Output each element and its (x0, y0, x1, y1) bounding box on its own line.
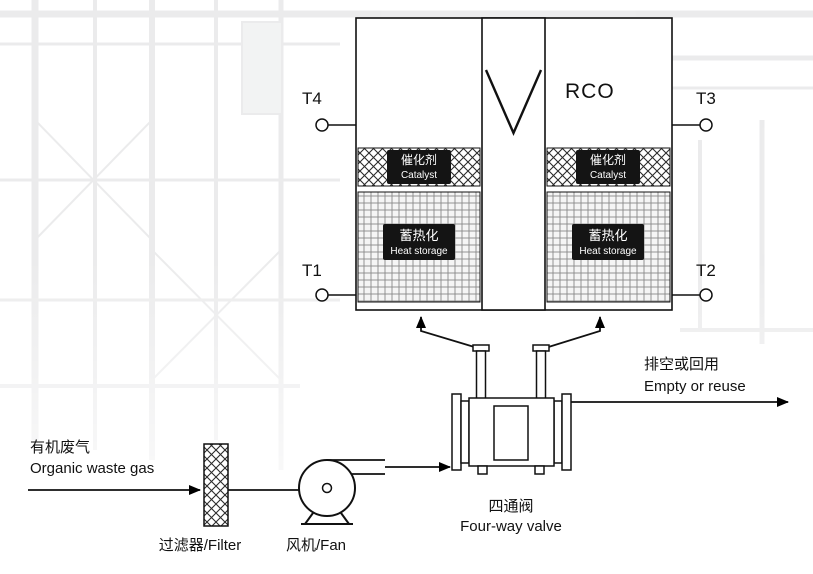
heat-storage-label-en: Heat storage (390, 246, 448, 257)
valve-foot-right (534, 465, 545, 475)
duct-chevron-shape (484, 69, 543, 136)
inlet-label-zh: 有机废气 (30, 439, 90, 456)
vessel-title: RCO (565, 80, 615, 103)
heat-storage-label-zh: 蓄热化 (399, 228, 438, 243)
valve-flange-left-outer (451, 393, 462, 471)
sensor-t1-label: T1 (302, 261, 322, 280)
sensor-t3-port (699, 118, 713, 132)
sensor-t2-port (699, 288, 713, 302)
catalyst-label-bg (387, 150, 451, 184)
pipe-valve-to-left-chamber (416, 316, 482, 350)
sensor-t2: T2 (672, 261, 716, 302)
heat-storage-label-en: Heat storage (579, 246, 637, 257)
valve-label-en: Four-way valve (460, 518, 562, 535)
outlet-label-en: Empty or reuse (644, 378, 746, 395)
catalyst-label-left: 催化剂 Catalyst (387, 150, 451, 184)
fan-symbol (298, 459, 385, 525)
sensor-t1: T1 (302, 261, 356, 302)
catalyst-label-right: 催化剂 Catalyst (576, 150, 640, 184)
valve-flange-left-inner (460, 400, 470, 464)
heat-storage-label-zh: 蓄热化 (588, 228, 627, 243)
sensor-t3: T3 (672, 89, 716, 132)
heat-storage-label-left: 蓄热化 Heat storage (383, 224, 455, 260)
valve-label-zh: 四通阀 (488, 498, 533, 515)
catalyst-label-zh: 催化剂 (401, 152, 437, 167)
sensor-t2-label: T2 (696, 261, 716, 280)
valve-flange-right-inner (553, 400, 563, 464)
valve-core (493, 405, 529, 461)
valve-top-stub-right (535, 350, 547, 400)
four-way-valve (451, 344, 572, 475)
valve-top-stub-left (475, 350, 487, 400)
center-duct (481, 17, 546, 311)
fan-stand (301, 512, 353, 525)
filter-label: 过滤器/Filter (159, 537, 242, 554)
catalyst-label-en: Catalyst (401, 170, 437, 181)
outlet-label-zh: 排空或回用 (644, 356, 719, 373)
sensor-t4-port (315, 118, 329, 132)
sensor-t3-label: T3 (696, 89, 716, 108)
valve-flange-right-outer (561, 393, 572, 471)
valve-top-port-cap-left (472, 344, 490, 352)
catalyst-label-bg (576, 150, 640, 184)
sensor-t1-port (315, 288, 329, 302)
pipe-valve-to-right-chamber (541, 316, 605, 350)
fan-hub (321, 482, 333, 494)
heat-storage-label-bg (572, 224, 644, 260)
sensor-t4: T4 (302, 89, 356, 132)
fan-label: 风机/Fan (286, 537, 346, 554)
catalyst-label-en: Catalyst (590, 170, 626, 181)
valve-top-port-cap-right (532, 344, 550, 352)
inlet-label-en: Organic waste gas (30, 460, 154, 477)
heat-storage-label-bg (383, 224, 455, 260)
heat-storage-label-right: 蓄热化 Heat storage (572, 224, 644, 260)
filter-element (203, 443, 229, 527)
sensor-t4-label: T4 (302, 89, 322, 108)
catalyst-label-zh: 催化剂 (590, 152, 626, 167)
valve-foot-left (477, 465, 488, 475)
